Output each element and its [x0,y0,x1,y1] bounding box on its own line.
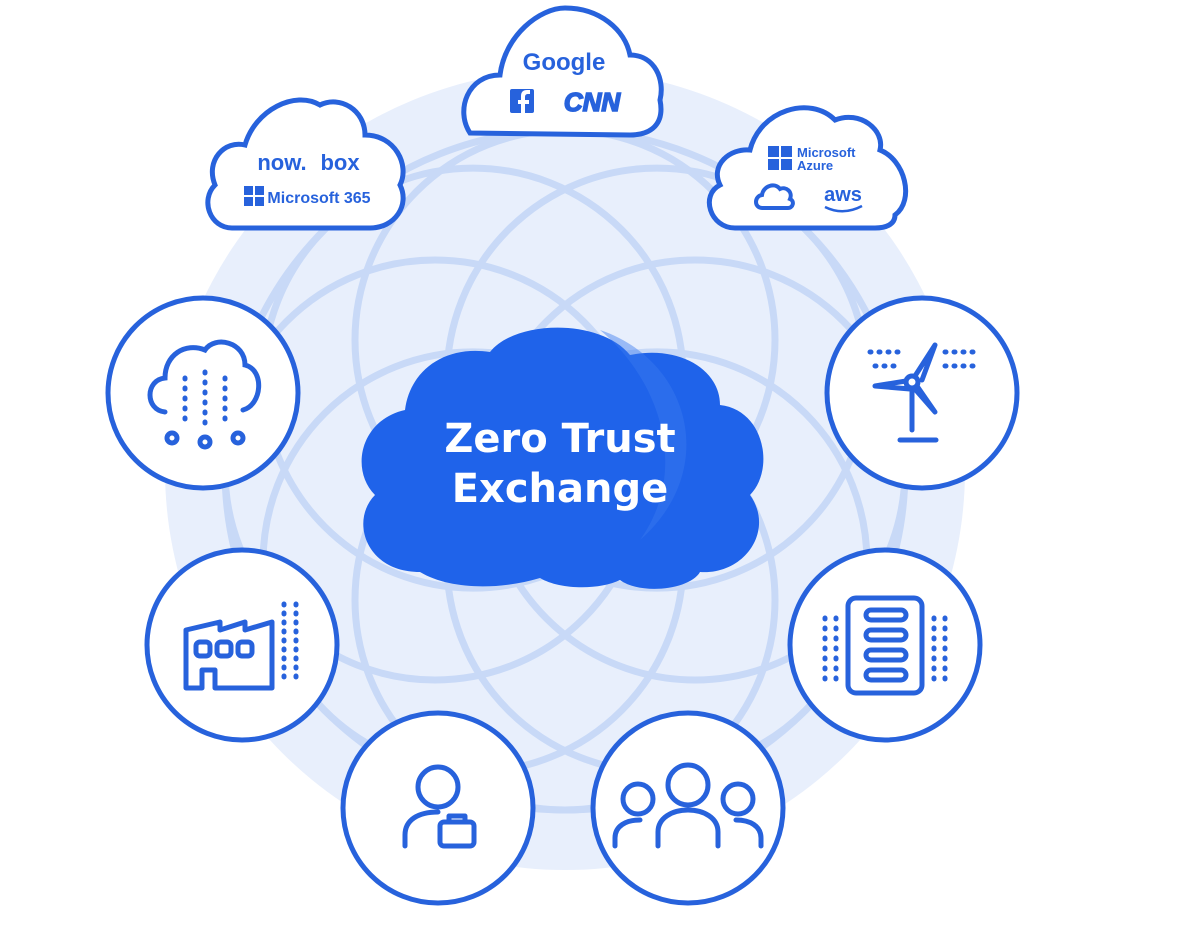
box-logo: box [320,150,360,175]
microsoft-logo-icon [244,186,264,206]
microsoft-365-logo: Microsoft 365 [267,190,370,207]
user-briefcase-icon [402,764,477,849]
group-node[interactable] [590,710,786,906]
data-cloud-node[interactable] [105,295,301,491]
server-node[interactable] [787,547,983,743]
servicenow-logo: now. [257,150,306,175]
aws-smile-icon [824,204,863,213]
aws-logo: aws [824,184,862,206]
server-icon [822,595,948,696]
iaas-cloud[interactable]: Microsoft Azure aws [706,105,909,231]
saas-cloud[interactable]: now. box Microsoft 365 [205,97,406,231]
azure-label-line1: Microsoft [797,145,856,160]
wind-turbine-node[interactable] [824,295,1020,491]
facebook-icon [510,89,534,113]
zero-trust-exchange-cloud: Zero Trust Exchange [361,327,764,589]
center-title-line1: Zero Trust [444,416,675,462]
workforce-user-node[interactable] [340,710,536,906]
microsoft-azure-logo-icon [768,146,792,170]
google-logo: Google [523,49,606,76]
wind-turbine-icon [867,342,983,443]
public-web-cloud[interactable]: Google CNN [461,5,664,138]
center-title-line2: Exchange [452,466,669,512]
google-cloud-icon [754,183,795,210]
group-icon [612,762,764,849]
factory-icon [183,601,299,691]
azure-label-line2: Azure [797,158,833,173]
data-cloud-icon [147,339,262,450]
cnn-logo: CNN [564,87,622,117]
factory-node[interactable] [144,547,340,743]
